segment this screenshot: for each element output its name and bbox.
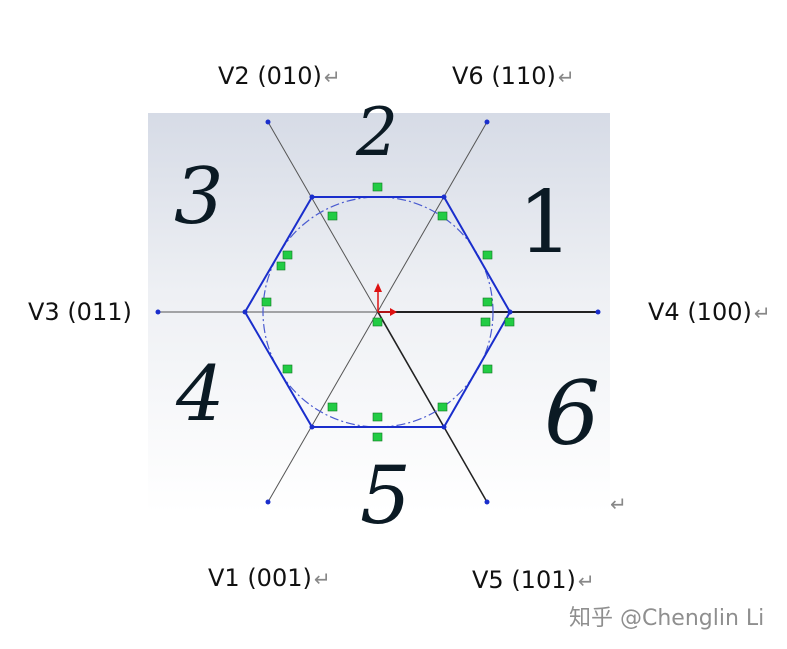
origin-axes-icon (374, 283, 397, 316)
vector-label-v3: V3 (011) (28, 298, 132, 326)
endpoint-v4 (595, 309, 601, 315)
paragraph-return-mark: ↵ (610, 494, 627, 516)
sector-label-3: 3 (174, 152, 224, 242)
endpoint-v5 (484, 499, 490, 505)
constraint-markers (261, 182, 515, 442)
vector-label-v1: V1 (001)↵ (208, 564, 331, 592)
vector-label-v4: V4 (100)↵ (648, 298, 771, 326)
sector-label-1: 1 (518, 173, 573, 273)
endpoint-v6 (484, 119, 490, 125)
axis-endpoints (155, 119, 601, 505)
hexagon-vertices (242, 194, 513, 430)
sector-label-4: 4 (176, 349, 225, 438)
endpoint-v2 (265, 119, 271, 125)
vector-label-v5: V5 (101)↵ (472, 566, 595, 594)
vector-label-v2: V2 (010)↵ (218, 62, 341, 90)
sector-label-5: 5 (360, 449, 411, 542)
endpoint-v1 (265, 499, 271, 505)
vector-label-v6: V6 (110)↵ (452, 62, 575, 90)
sector-label-2: 2 (356, 94, 398, 171)
vector-v5-line (377, 311, 488, 503)
watermark: 知乎 @Chenglin Li (569, 606, 765, 631)
sector-label-6: 6 (544, 362, 600, 465)
inscribed-circle (262, 196, 494, 428)
endpoint-v3 (155, 309, 161, 315)
